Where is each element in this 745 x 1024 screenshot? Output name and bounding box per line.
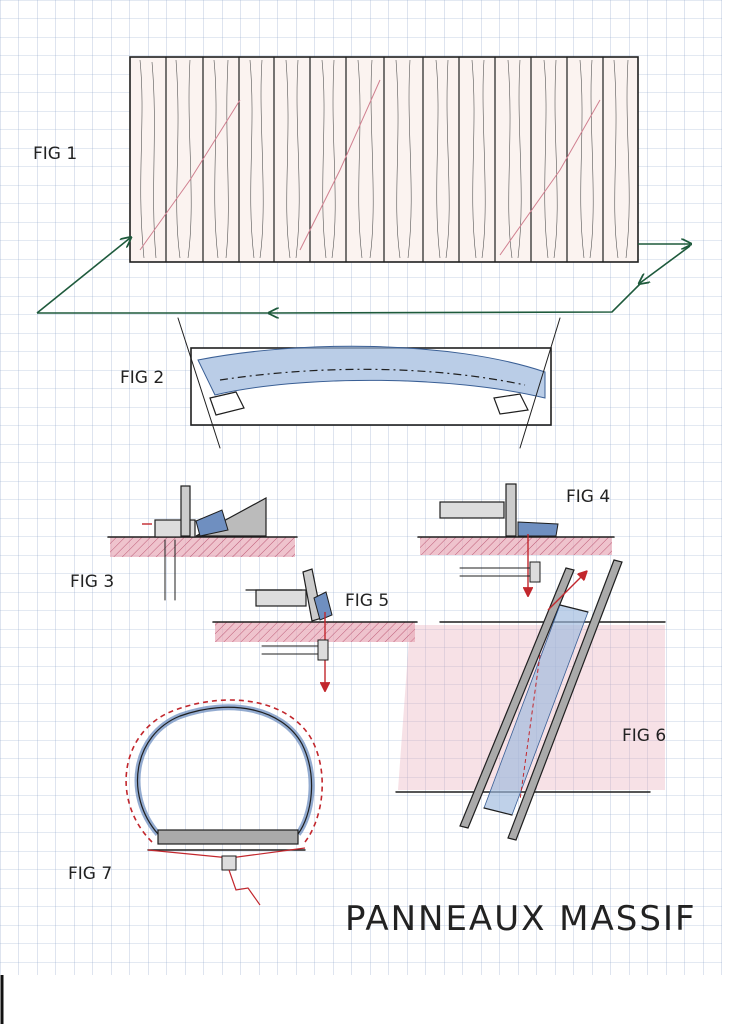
fig1-red-pencil-marks — [139, 79, 601, 256]
fig4-planing-detail — [417, 483, 615, 595]
fig1-label: FIG 1 — [33, 144, 77, 164]
fig6-label: FIG 6 — [622, 726, 666, 746]
fig5-planing-detail — [212, 568, 418, 690]
fig1-panel — [36, 56, 691, 314]
fig7-label: FIG 7 — [68, 864, 112, 884]
fig6-rail-jig — [395, 559, 666, 841]
fig3-planing-detail — [107, 485, 298, 601]
sheet-title: PANNEAUX MASSIF — [345, 899, 697, 939]
fig2-label: FIG 2 — [120, 368, 164, 388]
fig1-board-joints — [165, 56, 604, 263]
fig7-curved-panel — [125, 699, 323, 906]
fig1-arrow-down — [640, 245, 691, 283]
fig1-arrow-up-left — [36, 238, 130, 314]
scan-border — [0, 975, 745, 1024]
fig1-arrow-left — [270, 283, 641, 313]
fig4-label: FIG 4 — [566, 487, 610, 507]
fig5-label: FIG 5 — [345, 591, 389, 611]
fig1-wood-grain — [139, 59, 630, 259]
fig2-board — [177, 317, 561, 449]
fig3-label: FIG 3 — [70, 572, 114, 592]
